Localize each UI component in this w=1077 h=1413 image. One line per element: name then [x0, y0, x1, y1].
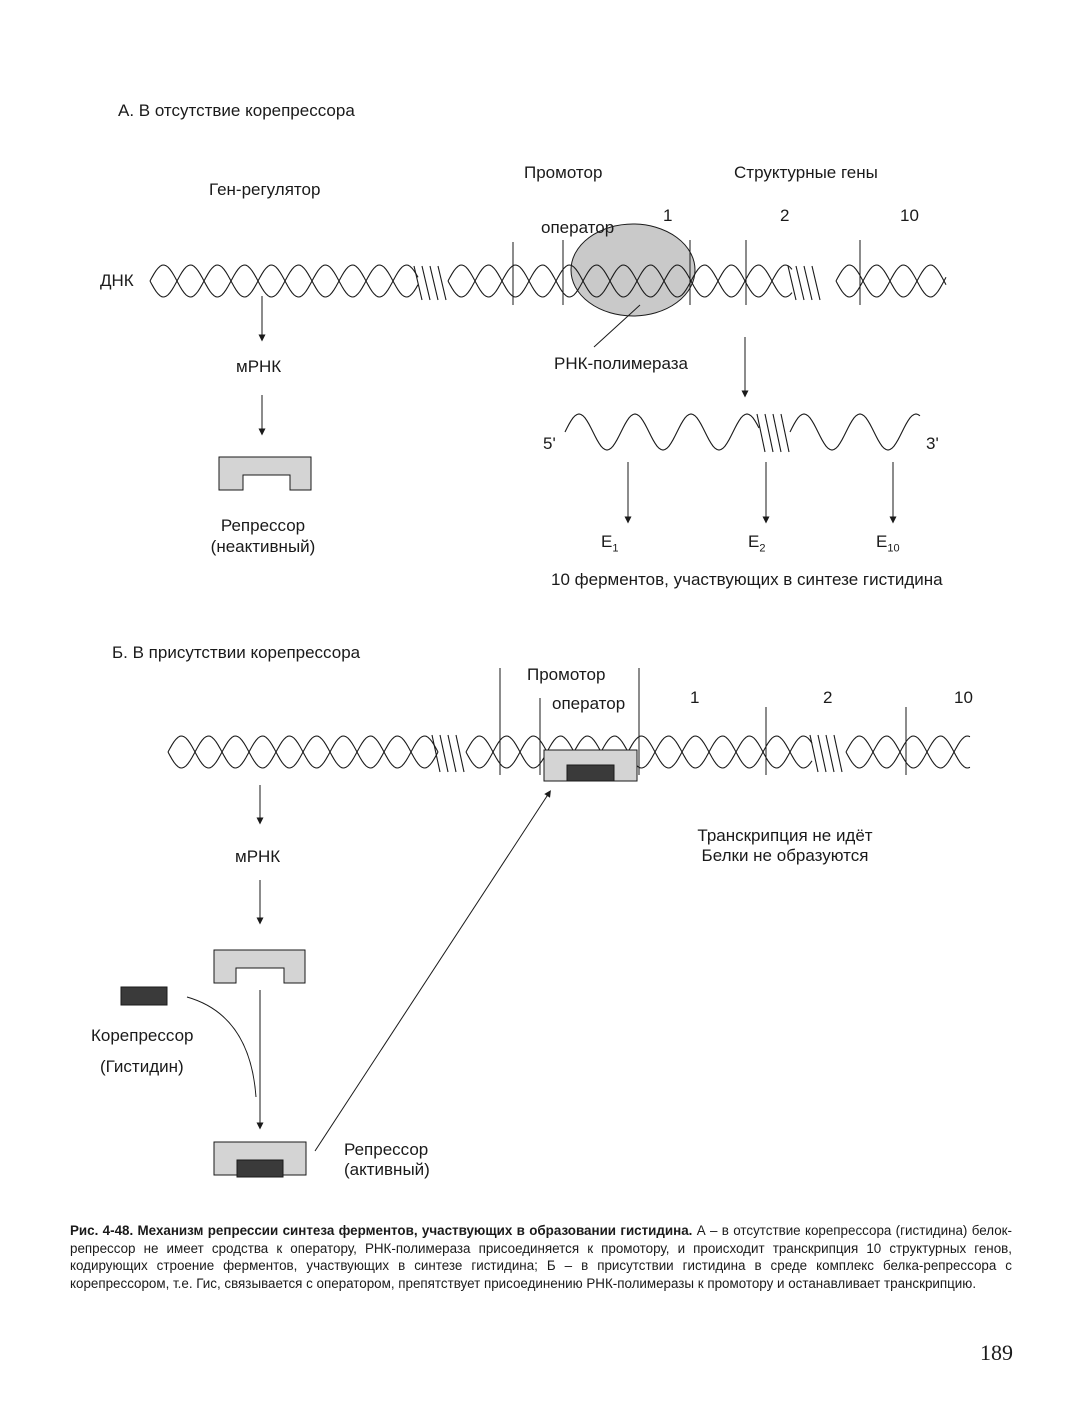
dna-breaks-a [413, 265, 821, 453]
rna-polymerase-label: РНК-полимераза [554, 354, 688, 373]
gene-boundaries-b [499, 668, 907, 775]
gene-boundaries-a [512, 240, 861, 305]
break-mark [447, 734, 457, 773]
mrna-strand-a [564, 413, 921, 451]
repressor-inactive-shape [218, 456, 312, 491]
operator-label-b: оператор [552, 694, 626, 713]
corepressor-label-2: (Гистидин) [100, 1057, 184, 1076]
promoter-label-a: Промотор [524, 163, 603, 182]
dna-strand [835, 264, 947, 298]
break-mark [455, 734, 465, 773]
repressor-inactive-label-2: (неактивный) [210, 537, 316, 556]
gene-number-1-a: 1 [663, 206, 673, 225]
dna-strand [845, 735, 971, 769]
dna-strand [835, 264, 947, 298]
break-mark [803, 265, 813, 301]
dna-breaks-b [431, 734, 843, 773]
panel-b-title: Б. В присутствии корепрессора [112, 643, 361, 662]
repressor-active-label-2: (активный) [344, 1160, 430, 1179]
break-mark [429, 265, 439, 301]
corepressor-path [186, 996, 257, 1098]
break-mark [431, 734, 441, 773]
gene-regulator-label: Ген-регулятор [209, 180, 321, 199]
break-mark [787, 265, 797, 301]
caption-text: А – в отсутствие корепрессора (гистидина… [70, 1223, 1012, 1291]
break-mark [825, 734, 835, 773]
active-corepressor-shape [236, 1159, 284, 1178]
mrna-segment [789, 413, 921, 451]
break-mark [780, 413, 790, 453]
break-mark [811, 265, 821, 301]
break-mark [421, 265, 431, 301]
structural-genes-label: Структурные гены [734, 163, 878, 182]
dna-label: ДНК [100, 271, 134, 290]
caption-title: Рис. 4-48. Механизм репрессии синтеза фе… [70, 1223, 693, 1238]
repressor-free-shape [213, 949, 306, 984]
dna-strand [447, 264, 793, 298]
dna-strand [149, 264, 419, 298]
dna-strand [149, 264, 419, 298]
panel-a-title: А. В отсутствие корепрессора [118, 101, 355, 120]
dna-strand [447, 264, 793, 298]
mrna-segment [564, 413, 760, 451]
break-mark [437, 265, 447, 301]
enzymes-note: 10 ферментов, участвующих в синтезе гист… [551, 570, 943, 589]
break-mark [439, 734, 449, 773]
five-prime-label: 5' [543, 434, 556, 453]
break-mark [833, 734, 843, 773]
corepressor-label-1: Корепрессор [91, 1026, 194, 1045]
gene-number-2-a: 2 [780, 206, 790, 225]
repressor-inactive-label-1: Репрессор [220, 516, 306, 535]
break-mark [764, 413, 774, 453]
break-mark [809, 734, 819, 773]
dna-helix-a [149, 264, 947, 298]
promoter-label-b: Промотор [527, 665, 606, 684]
bound-corepressor-shape [566, 764, 615, 782]
three-prime-label: 3' [926, 434, 939, 453]
enzyme-label-1: E1 [601, 532, 619, 555]
break-mark [817, 734, 827, 773]
transcription-status-2: Белки не образуются [701, 846, 869, 865]
break-mark [772, 413, 782, 453]
repressor-active-label-1: Репрессор [344, 1140, 429, 1159]
enzyme-label-2: E2 [748, 532, 766, 555]
gene-number-1-b: 1 [690, 688, 700, 707]
gene-number-10-a: 10 [900, 206, 919, 225]
transcription-status-1: Транскрипция не идёт [697, 826, 873, 845]
gene-number-2-b: 2 [823, 688, 833, 707]
mrna-label-b: мРНК [235, 847, 281, 866]
figure-caption: Рис. 4-48. Механизм репрессии синтеза фе… [70, 1222, 1012, 1292]
dna-strand [167, 735, 439, 769]
break-mark [795, 265, 805, 301]
corepressor-shape [120, 986, 168, 1006]
enzyme-label-10: E10 [876, 532, 900, 555]
operator-label-a: оператор [541, 218, 615, 237]
rna-polymerase-pointer [593, 304, 641, 348]
mrna-label-a: мРНК [236, 357, 282, 376]
page-number: 189 [980, 1340, 1013, 1365]
complex-to-operator-arrow [314, 790, 551, 1152]
gene-number-10-b: 10 [954, 688, 973, 707]
dna-strand [845, 735, 971, 769]
break-mark [413, 265, 423, 301]
break-mark [756, 413, 766, 453]
